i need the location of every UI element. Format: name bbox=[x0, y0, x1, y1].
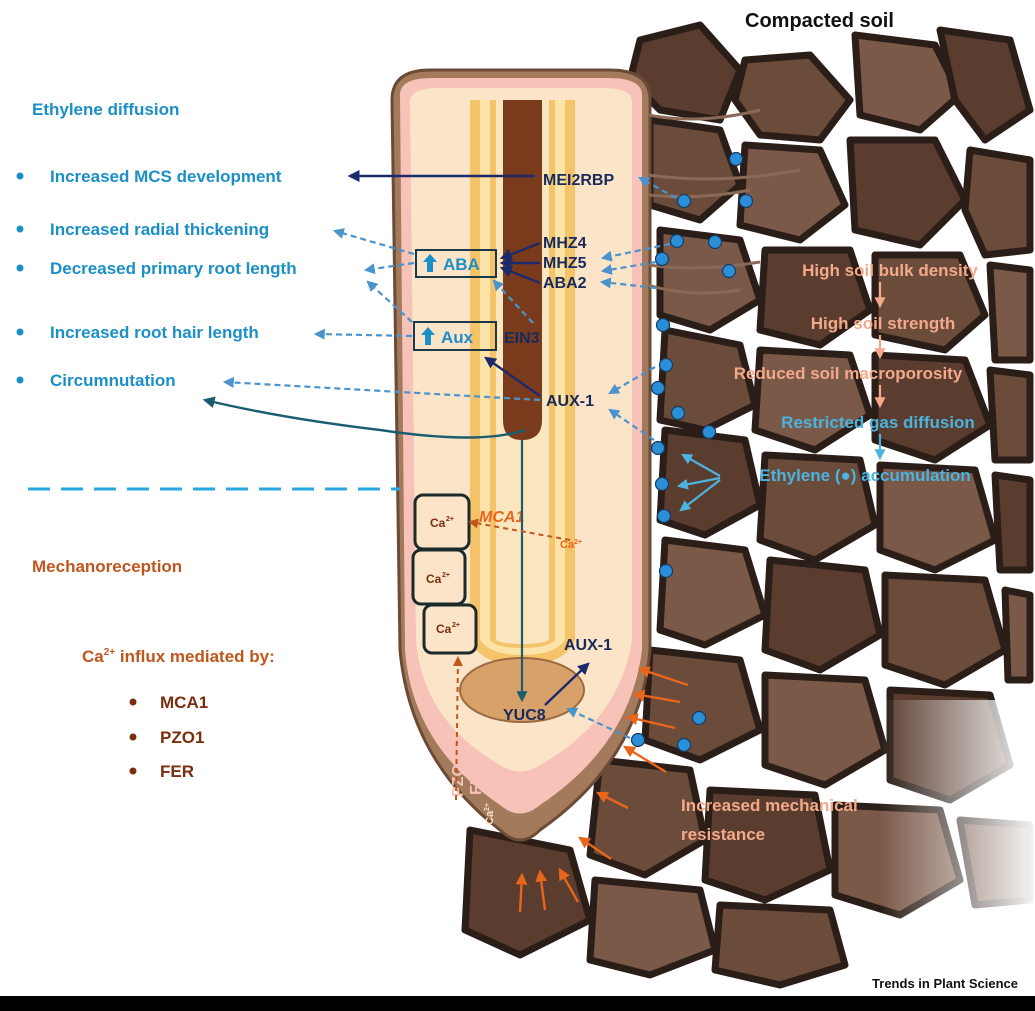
bottom-bar bbox=[0, 996, 1035, 1011]
svg-text:Increased radial thickening: Increased radial thickening bbox=[50, 220, 269, 239]
svg-text:Increased mechanical: Increased mechanical bbox=[681, 796, 858, 815]
label-pzo1: PZO1 bbox=[450, 755, 467, 797]
ethylene-item: Increased root hair length bbox=[17, 323, 259, 342]
svg-text:Aux: Aux bbox=[441, 328, 474, 347]
mechano-heading: Mechanoreception bbox=[32, 557, 182, 576]
ethylene-item: Increased radial thickening bbox=[17, 220, 270, 239]
svg-text:FER: FER bbox=[160, 762, 194, 781]
label-aba2: ABA2 bbox=[543, 275, 587, 292]
influx-heading: Ca2+ influx mediated by: bbox=[82, 647, 275, 666]
svg-text:PZO1: PZO1 bbox=[160, 728, 204, 747]
label-yuc8: YUC8 bbox=[503, 707, 546, 724]
ethylene-accumulation-label: Ethylene (●) accumulation bbox=[759, 466, 970, 485]
label-mca1: MCA1 bbox=[479, 509, 524, 526]
source-credit: Trends in Plant Science bbox=[872, 976, 1018, 991]
svg-text:resistance: resistance bbox=[681, 825, 765, 844]
label-mhz4: MHZ4 bbox=[543, 235, 587, 252]
svg-text:2+: 2+ bbox=[446, 516, 454, 523]
svg-text:MCA1: MCA1 bbox=[160, 693, 208, 712]
label-fer: FER bbox=[468, 763, 485, 795]
ca-cell: Ca 2+ bbox=[424, 605, 476, 653]
mechano-item: PZO1 bbox=[130, 728, 205, 747]
svg-text:2+: 2+ bbox=[452, 622, 460, 629]
svg-text:Ca: Ca bbox=[426, 572, 442, 586]
diagram-title: Compacted soil bbox=[745, 10, 894, 32]
soil-chain-step: High soil bulk density bbox=[802, 261, 978, 280]
soil-chain-step: High soil strength bbox=[811, 314, 956, 333]
ethylene-heading: Ethylene diffusion bbox=[32, 100, 179, 119]
label-aux1-bottom: AUX-1 bbox=[564, 637, 612, 654]
ethylene-item: Circumnutation bbox=[17, 371, 176, 390]
label-mhz5: MHZ5 bbox=[543, 255, 587, 272]
label-aux1-top: AUX-1 bbox=[546, 393, 594, 410]
svg-text:ABA: ABA bbox=[443, 255, 480, 274]
mechano-item: MCA1 bbox=[130, 693, 209, 712]
ca-cell: Ca 2+ bbox=[415, 495, 469, 549]
soil-chain-step: Restricted gas diffusion bbox=[781, 413, 975, 432]
svg-text:Ca: Ca bbox=[436, 622, 452, 636]
mechano-item: FER bbox=[130, 762, 195, 781]
svg-text:2+: 2+ bbox=[442, 572, 450, 579]
svg-text:Circumnutation: Circumnutation bbox=[50, 371, 176, 390]
svg-text:Increased MCS development: Increased MCS development bbox=[50, 167, 282, 186]
ca-cell: Ca 2+ bbox=[413, 550, 465, 604]
soil-chain-step: Reduced soil macroporosity bbox=[734, 364, 963, 383]
label-ein3: EIN3 bbox=[504, 330, 540, 347]
svg-text:Decreased primary root length: Decreased primary root length bbox=[50, 259, 297, 278]
ethylene-item: Increased MCS development bbox=[17, 167, 282, 186]
ethylene-item: Decreased primary root length bbox=[17, 259, 297, 278]
svg-text:Increased root hair length: Increased root hair length bbox=[50, 323, 259, 342]
label-mei2rbp: MEI2RBP bbox=[543, 172, 614, 189]
svg-text:Ca2+ influx mediated by:: Ca2+ influx mediated by: bbox=[82, 647, 275, 666]
svg-text:Ca: Ca bbox=[430, 516, 446, 530]
